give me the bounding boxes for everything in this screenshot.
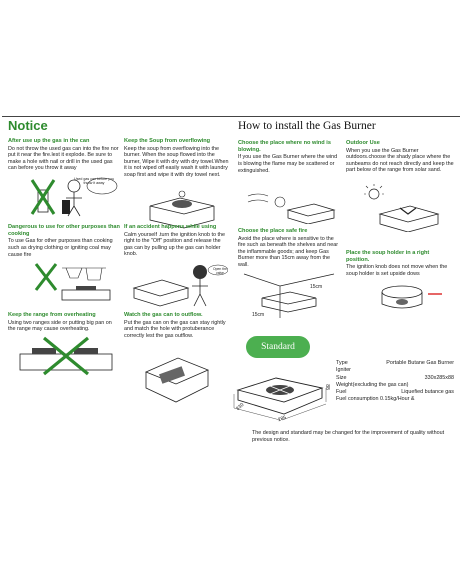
spec-row: Fuel consumption 0.15kg/Hour & [336, 396, 454, 403]
notice-body: Using two ranges side or putting big pan… [8, 319, 112, 333]
gas-can-disposal-illustration [18, 174, 118, 218]
notice-overflow: Keep the Soup from overflowing Keep the … [124, 138, 230, 179]
install-no-wind: Choose the place where no wind is blowin… [238, 140, 342, 174]
notice-heading: If an accident happens while using [124, 224, 217, 230]
notice-accident: If an accident happens while using Calm … [124, 224, 230, 258]
soup-holder-illustration [366, 280, 446, 320]
accident-illustration [128, 262, 228, 308]
install-heading: Outdoor Use [346, 140, 380, 146]
two-ranges-illustration [14, 334, 118, 380]
burner-dimension-illustration [230, 360, 330, 422]
spec-key: Size [336, 374, 347, 381]
spec-key: Fuel consumption 0.15kg/Hour & [336, 396, 415, 403]
spec-value: Portable Butane Gas Burner [386, 360, 454, 366]
gas-can-bubble: Used gas can before you throw it away [74, 177, 114, 185]
notice-gas-can: After use up the gas in the can Do not t… [8, 138, 120, 172]
wall-gap-bottom-label: 15cm [252, 312, 265, 318]
notice-heading: Dangerous to use for other purposes than… [8, 224, 120, 237]
notice-heading: Keep the Soup from overflowing [124, 138, 211, 144]
notice-outflow: Watch the gas can to outflow. Put the ga… [124, 312, 230, 339]
install-body: When you use the Gas Burner outdoors.cho… [346, 147, 454, 174]
install-heading: Choose the place safe fire [238, 228, 308, 234]
wall-distance-illustration [240, 270, 336, 320]
install-soup-holder: Place the soup holder in a right positio… [346, 250, 454, 278]
instruction-sheet: Notice How to install the Gas Burner Aft… [0, 112, 462, 462]
open-valve-bubble: Open the valve [213, 267, 227, 275]
gas-can-stay-illustration [140, 348, 214, 408]
notice-body: Calm yourself .turn the ignition knob to… [124, 231, 225, 258]
standard-badge: Standard [246, 336, 310, 358]
notice-body: To use Gas for other purposes than cooki… [8, 238, 113, 258]
install-body: The ignition knob does not move when the… [346, 264, 448, 277]
outdoor-illustration [360, 184, 448, 232]
install-title: How to install the Gas Burner [238, 120, 376, 132]
install-outdoor: Outdoor Use When you use the Gas Burner … [346, 140, 454, 174]
install-safe-fire: Choose the place safe fire Avoid the pla… [238, 228, 342, 269]
notice-title: Notice [8, 118, 48, 133]
install-heading: Place the soup holder in a right positio… [346, 250, 430, 263]
spec-key: Igniter [336, 367, 351, 374]
notice-other-purposes: Dangerous to use for other purposes than… [8, 224, 120, 258]
dim-height-label: 88 [323, 384, 330, 390]
standard-note: The design and standard may be changed f… [252, 430, 445, 444]
spec-row: Igniter [336, 367, 454, 374]
spec-key: Fuel [336, 389, 347, 396]
notice-heading: After use up the gas in the can [8, 138, 90, 144]
install-body: If you use the Gas Burner where the wind… [238, 154, 338, 174]
spec-key: Type [336, 360, 348, 366]
notice-heading: Keep the range from overheating [8, 312, 96, 318]
spec-row: Type Portable Butane Gas Burner [336, 360, 454, 367]
spec-row: Weight(excluding the gas can) [336, 382, 454, 389]
spec-key: Weight(excluding the gas can) [336, 381, 409, 388]
spec-value: 330x285x88 [424, 374, 454, 381]
install-body: Avoid the place where is sensitive to th… [238, 235, 339, 269]
spec-row: Size 330x285x88 [336, 375, 454, 382]
spec-value: Liquefied butance gas [401, 389, 454, 396]
spec-list: Type Portable Butane Gas Burner Igniter … [336, 360, 454, 404]
spec-row: Fuel Liquefied butance gas [336, 389, 454, 396]
notice-overheating: Keep the range from overheating Using tw… [8, 312, 120, 333]
notice-heading: Watch the gas can to outflow. [124, 312, 203, 318]
notice-body: Keep the soup from overflowing into the … [124, 145, 229, 179]
wall-gap-top-label: 15cm [310, 284, 323, 290]
clothes-drying-illustration [26, 260, 116, 306]
notice-body: Put the gas can on the gas can stay righ… [124, 319, 226, 339]
overflow-illustration [140, 190, 224, 230]
wind-illustration [244, 188, 340, 224]
notice-body: Do not throw the used gas can into the f… [8, 145, 119, 172]
sheet-frame [2, 116, 460, 458]
install-heading: Choose the place where no wind is blowin… [238, 140, 331, 153]
